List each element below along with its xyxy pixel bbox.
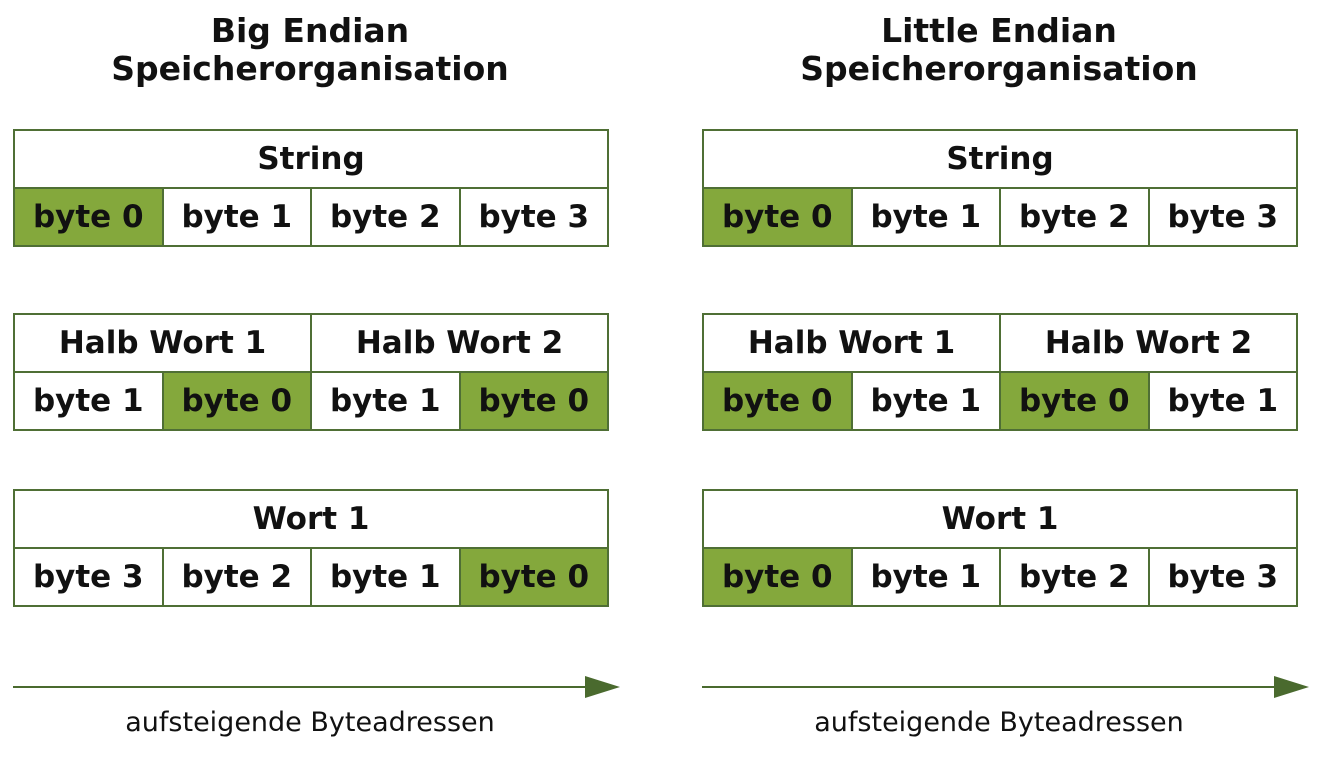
byte-cell: byte 1 xyxy=(161,189,310,245)
byte-cell: byte 1 xyxy=(850,549,999,605)
header-cell-string: String xyxy=(704,131,1296,187)
byte-cell: byte 1 xyxy=(850,373,999,429)
byte-cell: byte 0 xyxy=(15,189,162,245)
title-line-1: Big Endian xyxy=(210,11,410,50)
byte-cell: byte 1 xyxy=(1147,373,1296,429)
byte-cell: byte 0 xyxy=(458,549,607,605)
byte-cell: byte 0 xyxy=(161,373,310,429)
byte-cell: byte 0 xyxy=(999,373,1148,429)
byte-cell: byte 2 xyxy=(999,549,1148,605)
header-row: Halb Wort 1 Halb Wort 2 xyxy=(704,315,1296,371)
address-arrow xyxy=(702,676,1309,698)
big-endian-title: Big Endian Speicherorganisation xyxy=(13,12,607,88)
string-block: String byte 0 byte 1 byte 2 byte 3 xyxy=(13,129,609,247)
half-word-block: Halb Wort 1 Halb Wort 2 byte 0 byte 1 by… xyxy=(702,313,1298,431)
header-cell-half-word-1: Halb Wort 1 xyxy=(15,315,310,371)
byte-row: byte 0 byte 1 byte 0 byte 1 xyxy=(704,371,1296,429)
byte-row: byte 0 byte 1 byte 2 byte 3 xyxy=(704,547,1296,605)
header-row: Halb Wort 1 Halb Wort 2 xyxy=(15,315,607,371)
byte-cell: byte 1 xyxy=(15,373,162,429)
byte-cell: byte 3 xyxy=(1147,189,1296,245)
byte-cell: byte 3 xyxy=(15,549,162,605)
header-cell-half-word-1: Halb Wort 1 xyxy=(704,315,999,371)
byte-row: byte 0 byte 1 byte 2 byte 3 xyxy=(704,187,1296,245)
header-row: Wort 1 xyxy=(15,491,607,547)
little-endian-panel: Little Endian Speicherorganisation Strin… xyxy=(702,0,1309,762)
title-line-2: Speicherorganisation xyxy=(800,49,1198,88)
byte-cell: byte 1 xyxy=(310,549,459,605)
byte-row: byte 0 byte 1 byte 2 byte 3 xyxy=(15,187,607,245)
byte-cell: byte 3 xyxy=(458,189,607,245)
half-word-block: Halb Wort 1 Halb Wort 2 byte 1 byte 0 by… xyxy=(13,313,609,431)
word-block: Wort 1 byte 0 byte 1 byte 2 byte 3 xyxy=(702,489,1298,607)
string-block: String byte 0 byte 1 byte 2 byte 3 xyxy=(702,129,1298,247)
byte-cell: byte 0 xyxy=(704,549,851,605)
header-row: String xyxy=(704,131,1296,187)
byte-cell: byte 1 xyxy=(850,189,999,245)
address-arrow xyxy=(13,676,620,698)
header-cell-half-word-2: Halb Wort 2 xyxy=(310,315,607,371)
byte-cell: byte 0 xyxy=(704,189,851,245)
header-cell-half-word-2: Halb Wort 2 xyxy=(999,315,1296,371)
byte-cell: byte 2 xyxy=(310,189,459,245)
byte-cell: byte 3 xyxy=(1147,549,1296,605)
title-line-1: Little Endian xyxy=(881,11,1117,50)
header-cell-string: String xyxy=(15,131,607,187)
address-caption: aufsteigende Byteadressen xyxy=(814,707,1184,738)
word-block: Wort 1 byte 3 byte 2 byte 1 byte 0 xyxy=(13,489,609,607)
header-cell-word-1: Wort 1 xyxy=(15,491,607,547)
little-endian-title: Little Endian Speicherorganisation xyxy=(702,12,1296,88)
byte-row: byte 1 byte 0 byte 1 byte 0 xyxy=(15,371,607,429)
header-row: Wort 1 xyxy=(704,491,1296,547)
header-row: String xyxy=(15,131,607,187)
byte-cell: byte 1 xyxy=(310,373,459,429)
byte-cell: byte 2 xyxy=(999,189,1148,245)
title-line-2: Speicherorganisation xyxy=(111,49,509,88)
address-caption: aufsteigende Byteadressen xyxy=(125,707,495,738)
byte-cell: byte 0 xyxy=(458,373,607,429)
header-cell-word-1: Wort 1 xyxy=(704,491,1296,547)
byte-cell: byte 2 xyxy=(161,549,310,605)
big-endian-panel: Big Endian Speicherorganisation String b… xyxy=(13,0,620,762)
byte-row: byte 3 byte 2 byte 1 byte 0 xyxy=(15,547,607,605)
byte-cell: byte 0 xyxy=(704,373,851,429)
